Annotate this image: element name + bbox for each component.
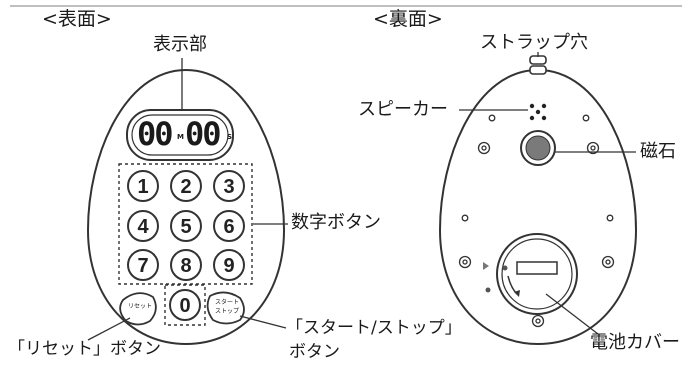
- display-m-unit: M: [177, 133, 184, 141]
- back-screw-holes: [458, 114, 615, 328]
- key-label: 8: [180, 255, 191, 277]
- key-label: 6: [223, 216, 234, 238]
- back-timer-body: [438, 68, 638, 346]
- key-label: 5: [180, 216, 191, 238]
- battery-cover-label: 電池カバー: [590, 332, 680, 353]
- back-heading: <裏面>: [373, 8, 443, 30]
- key-label: 0: [179, 295, 190, 317]
- display-seconds: 00: [185, 115, 222, 153]
- speaker-label: スピーカー: [358, 99, 448, 120]
- key-2[interactable]: 2: [170, 170, 202, 202]
- key-label: 7: [137, 255, 148, 277]
- magnet-label: 磁石: [640, 141, 676, 162]
- key-4[interactable]: 4: [127, 210, 159, 242]
- reset-button-text: リセット: [128, 303, 153, 310]
- key-5[interactable]: 5: [170, 210, 202, 242]
- number-buttons-label: 数字ボタン: [291, 212, 381, 233]
- reset-button-label: 「リセット」ボタン: [8, 339, 161, 359]
- keypad-boundary: [118, 163, 253, 285]
- front-heading: <表面>: [42, 8, 112, 30]
- key-3[interactable]: 3: [213, 170, 245, 202]
- key-label: 1: [137, 176, 148, 198]
- leader-lines: [87, 52, 636, 341]
- magnet: [520, 130, 556, 166]
- reset-leader: [87, 317, 131, 341]
- speaker-holes: [529, 103, 547, 121]
- key-6[interactable]: 6: [213, 210, 245, 242]
- key-1[interactable]: 1: [127, 170, 159, 202]
- reset-button-shape[interactable]: [119, 292, 157, 326]
- display-minutes: 00: [137, 115, 174, 153]
- key-9[interactable]: 9: [213, 249, 245, 281]
- strap-hole-label: ストラップ穴: [480, 32, 588, 53]
- key-label: 3: [223, 176, 234, 198]
- key-label: 2: [180, 176, 191, 198]
- display-label: 表示部: [153, 34, 207, 55]
- display-s-unit: S: [227, 133, 233, 141]
- keypad: 1 2 3 4 5 6 7 8 9 0: [127, 170, 245, 321]
- zero-key-boundary: [164, 284, 206, 326]
- key-0[interactable]: 0: [169, 289, 201, 321]
- strap-hole: [529, 55, 547, 75]
- stop-button-text: ストップ: [215, 308, 240, 315]
- key-8[interactable]: 8: [170, 249, 202, 281]
- start-stop-button-label-line2: ボタン: [289, 342, 340, 362]
- display-panel: [126, 109, 234, 161]
- start-button-text: スタート: [215, 299, 240, 306]
- key-label: 9: [223, 255, 234, 277]
- key-label: 4: [137, 216, 149, 238]
- start-stop-button-label: 「スタート/ストップ」: [286, 318, 462, 338]
- key-7[interactable]: 7: [127, 249, 159, 281]
- start-stop-leader: [239, 315, 287, 329]
- battery-cover-leader: [545, 293, 599, 335]
- battery-cover: [483, 233, 578, 315]
- start-stop-button-shape[interactable]: [206, 291, 245, 325]
